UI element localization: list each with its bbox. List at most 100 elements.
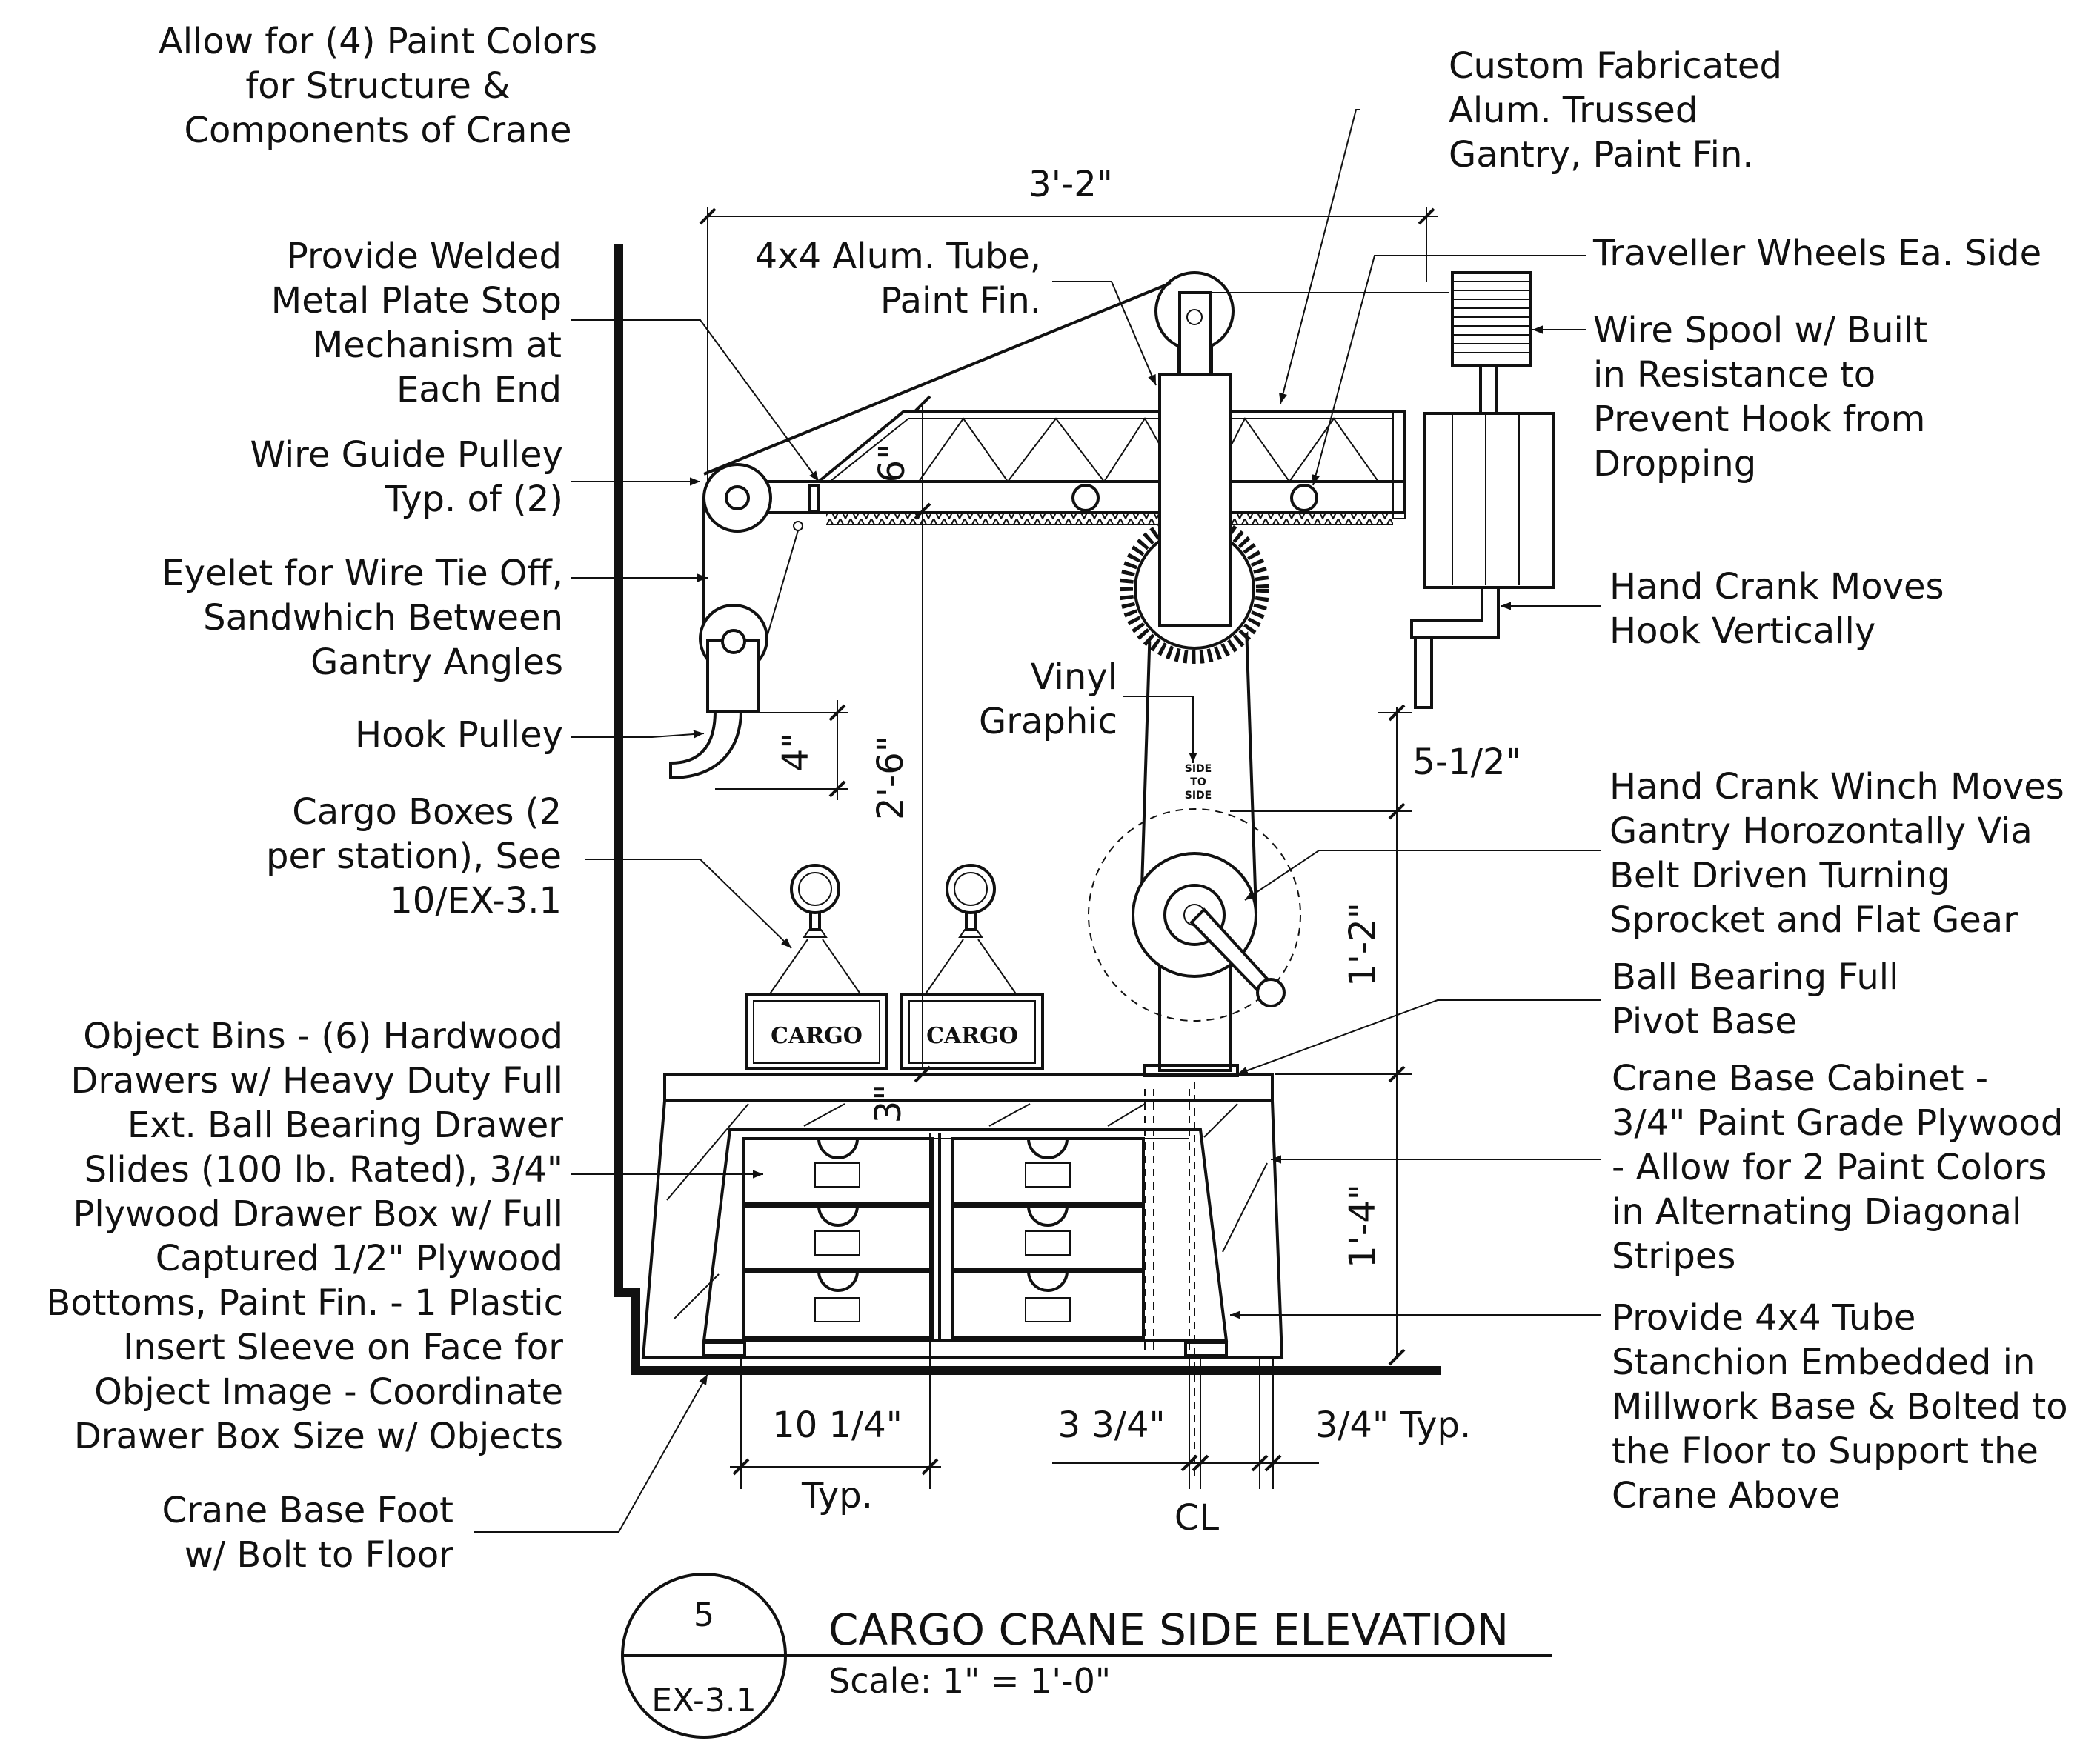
belt-drive: SIDE TO SIDE bbox=[1088, 624, 1301, 1022]
note-vinyl-graphic: Vinyl Graphic bbox=[979, 656, 1117, 742]
note-winch-1: Hand Crank Winch Moves bbox=[1609, 766, 2064, 807]
note-ball-bearing: Ball Bearing Full Pivot Base bbox=[1612, 956, 1898, 1042]
vinyl-text-2: TO bbox=[1190, 776, 1206, 788]
note-hook-pulley-1: Hook Pulley bbox=[355, 714, 563, 756]
note-wire-guide-1: Wire Guide Pulley bbox=[250, 434, 563, 476]
note-winch: Hand Crank Winch Moves Gantry Horozontal… bbox=[1609, 766, 2064, 941]
note-bins-6: Captured 1/2" Plywood bbox=[156, 1238, 563, 1279]
note-bins-9: Object Image - Coordinate bbox=[94, 1371, 563, 1413]
cargo-label-right: CARGO bbox=[926, 1023, 1018, 1049]
note-eyelet-2: Sandwhich Between bbox=[203, 597, 563, 639]
note-bins-3: Ext. Ball Bearing Drawer bbox=[127, 1105, 563, 1146]
note-object-bins: Object Bins - (6) Hardwood Drawers w/ He… bbox=[46, 1016, 563, 1457]
note-stanchion: Provide 4x4 Tube Stanchion Embedded in M… bbox=[1612, 1297, 2068, 1516]
note-alum-tube-2: Paint Fin. bbox=[880, 280, 1041, 322]
note-custom-gantry-3: Gantry, Paint Fin. bbox=[1449, 134, 1754, 176]
drawing-scale: Scale: 1" = 1'-0" bbox=[828, 1661, 1111, 1701]
note-stop-2: Metal Plate Stop bbox=[271, 280, 562, 322]
note-stop-mechanism: Provide Welded Metal Plate Stop Mechanis… bbox=[271, 236, 562, 410]
note-bearing-2: Pivot Base bbox=[1612, 1001, 1797, 1042]
detail-number: 5 bbox=[694, 1596, 714, 1634]
note-winch-3: Belt Driven Turning bbox=[1609, 855, 1950, 896]
note-base-cabinet: Crane Base Cabinet - 3/4" Paint Grade Pl… bbox=[1612, 1058, 2063, 1277]
note-stanchion-3: Millwork Base & Bolted to bbox=[1612, 1386, 2068, 1428]
dim-overall-width: 3'-2" bbox=[1029, 164, 1113, 205]
note-alum-tube-1: 4x4 Alum. Tube, bbox=[755, 236, 1041, 277]
note-winch-2: Gantry Horozontally Via bbox=[1609, 810, 2033, 852]
note-paint-colors-3: Components of Crane bbox=[184, 110, 571, 151]
dim-stanchion-width: 3 3/4" bbox=[1057, 1405, 1165, 1446]
cargo-box-right: CARGO bbox=[900, 864, 1044, 1070]
note-bins-8: Insert Sleeve on Face for bbox=[123, 1327, 563, 1368]
note-cargo-2: per station), See bbox=[266, 836, 562, 877]
resistance-housing bbox=[1410, 412, 1555, 709]
note-spool-2: in Resistance to bbox=[1593, 354, 1875, 396]
dim-right-upper: 5-1/2" bbox=[1412, 742, 1521, 783]
title-block: 5 EX-3.1 CARGO CRANE SIDE ELEVATION Scal… bbox=[621, 1573, 1552, 1739]
detail-sheet: EX-3.1 bbox=[651, 1682, 757, 1719]
dim-panel-thickness: 3/4" Typ. bbox=[1315, 1405, 1472, 1446]
note-bins-10: Drawer Box Size w/ Objects bbox=[74, 1416, 563, 1457]
note-cabinet-2: 3/4" Paint Grade Plywood bbox=[1612, 1102, 2063, 1144]
note-custom-gantry-1: Custom Fabricated bbox=[1449, 45, 1782, 87]
dim-top-thickness: 3" bbox=[868, 1085, 909, 1124]
dim-height-to-gantry: 2'-6" bbox=[870, 736, 911, 820]
note-eyelet: Eyelet for Wire Tie Off, Sandwhich Betwe… bbox=[162, 553, 563, 683]
note-cabinet-3: - Allow for 2 Paint Colors bbox=[1612, 1147, 2047, 1188]
note-eyelet-1: Eyelet for Wire Tie Off, bbox=[162, 553, 563, 594]
note-base-foot: Crane Base Foot w/ Bolt to Floor bbox=[162, 1490, 454, 1576]
note-bins-1: Object Bins - (6) Hardwood bbox=[83, 1016, 563, 1057]
note-stanchion-2: Stanchion Embedded in bbox=[1612, 1342, 2035, 1383]
leaders bbox=[474, 109, 1601, 1533]
note-hook-pulley: Hook Pulley bbox=[355, 714, 563, 756]
note-bins-2: Drawers w/ Heavy Duty Full bbox=[70, 1060, 563, 1102]
note-crank-v-2: Hook Vertically bbox=[1609, 610, 1875, 652]
note-stop-1: Provide Welded bbox=[287, 236, 562, 277]
dim-drawer-width-note: Typ. bbox=[801, 1475, 873, 1516]
note-alum-tube: 4x4 Alum. Tube, Paint Fin. bbox=[755, 236, 1041, 322]
note-stop-3: Mechanism at bbox=[313, 324, 562, 366]
drawing-title: CARGO CRANE SIDE ELEVATION bbox=[828, 1605, 1509, 1655]
note-cargo-3: 10/EX-3.1 bbox=[390, 880, 562, 922]
note-traveller-1: Traveller Wheels Ea. Side bbox=[1592, 233, 2041, 274]
note-spool-4: Dropping bbox=[1593, 443, 1756, 484]
note-vinyl-2: Graphic bbox=[979, 701, 1117, 742]
base-cabinet bbox=[641, 1073, 1284, 1359]
gantry bbox=[702, 282, 1449, 627]
wire-spool bbox=[1451, 271, 1532, 415]
note-bins-4: Slides (100 lb. Rated), 3/4" bbox=[84, 1149, 563, 1190]
note-traveller-wheels: Traveller Wheels Ea. Side bbox=[1592, 233, 2041, 274]
note-bins-7: Bottoms, Paint Fin. - 1 Plastic bbox=[46, 1282, 563, 1324]
dim-column-height: 1'-2" bbox=[1342, 902, 1383, 987]
note-winch-4: Sprocket and Flat Gear bbox=[1609, 899, 2018, 941]
dim-base-height: 1'-4" bbox=[1342, 1184, 1383, 1268]
dimensions: 3'-2" 6" 2'-6" 3" 4" 5-1/2" 1'-2" 1'-4" bbox=[699, 164, 1522, 1539]
note-bins-5: Plywood Drawer Box w/ Full bbox=[73, 1193, 563, 1235]
drawers bbox=[742, 1133, 1145, 1341]
note-spool-1: Wire Spool w/ Built bbox=[1593, 310, 1927, 351]
vinyl-text-3: SIDE bbox=[1185, 790, 1212, 802]
drawer-left-1 bbox=[742, 1137, 934, 1205]
note-cargo-boxes: Cargo Boxes (2 per station), See 10/EX-3… bbox=[266, 791, 562, 922]
note-custom-gantry: Custom Fabricated Alum. Trussed Gantry, … bbox=[1449, 45, 1782, 176]
note-cargo-1: Cargo Boxes (2 bbox=[292, 791, 562, 833]
note-wire-guide: Wire Guide Pulley Typ. of (2) bbox=[250, 434, 563, 520]
dim-truss-depth: 6" bbox=[871, 444, 913, 483]
note-foot-1: Crane Base Foot bbox=[162, 1490, 453, 1531]
note-spool-3: Prevent Hook from bbox=[1593, 399, 1925, 440]
drawer-right-3 bbox=[951, 1270, 1145, 1339]
drawer-left-3 bbox=[742, 1270, 934, 1339]
note-bearing-1: Ball Bearing Full bbox=[1612, 956, 1898, 998]
dim-hook-drop: 4" bbox=[775, 733, 817, 772]
note-crank-v-1: Hand Crank Moves bbox=[1609, 566, 1944, 607]
note-stanchion-4: the Floor to Support the bbox=[1612, 1430, 2038, 1472]
cargo-label-left: CARGO bbox=[771, 1023, 863, 1049]
note-cabinet-4: in Alternating Diagonal bbox=[1612, 1191, 2021, 1233]
note-stanchion-1: Provide 4x4 Tube bbox=[1612, 1297, 1915, 1339]
note-cabinet-5: Stripes bbox=[1612, 1236, 1735, 1277]
note-custom-gantry-2: Alum. Trussed bbox=[1449, 90, 1698, 131]
note-hand-crank-vertical: Hand Crank Moves Hook Vertically bbox=[1609, 566, 1944, 652]
note-paint-colors-2: for Structure & bbox=[245, 65, 510, 107]
